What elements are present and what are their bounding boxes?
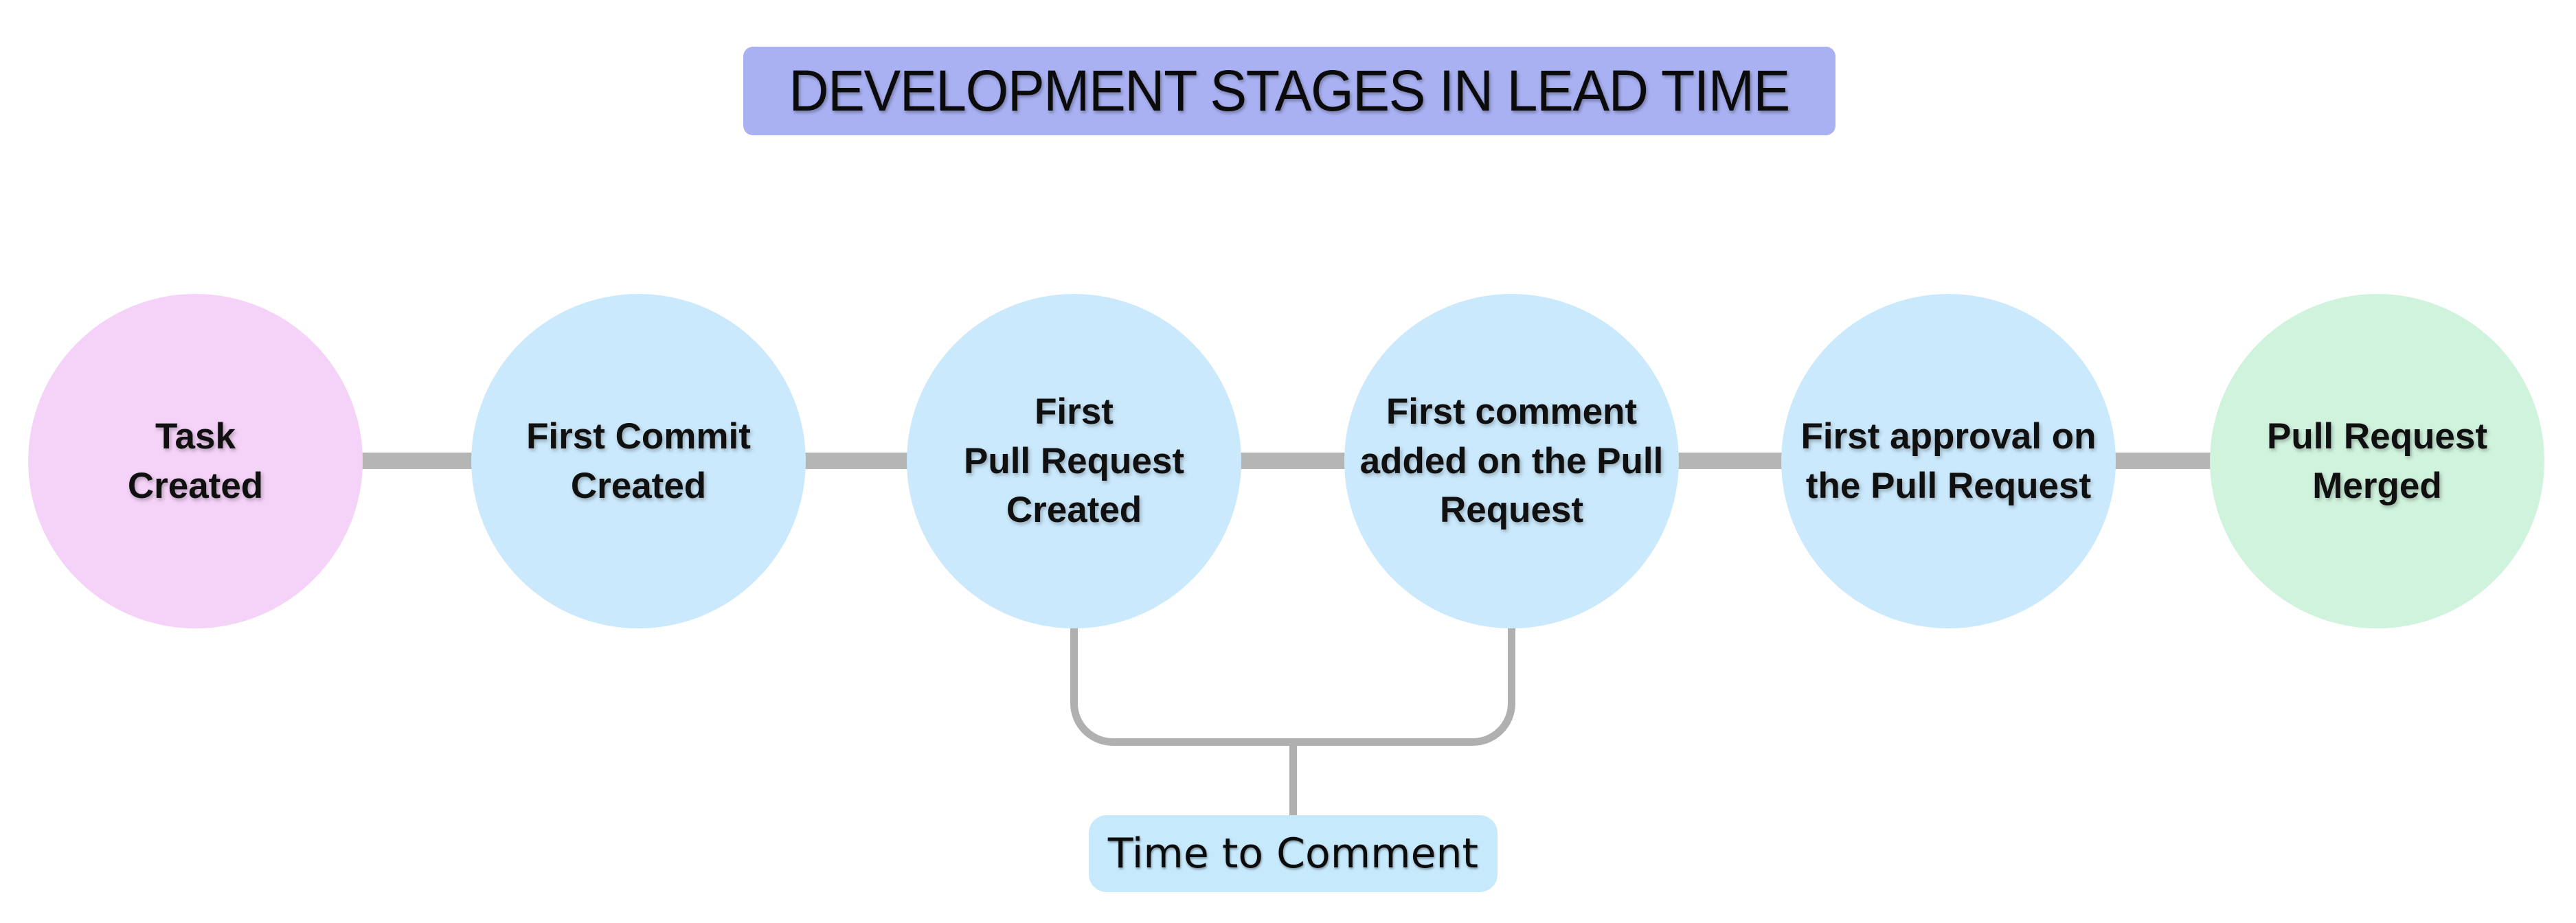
stage-first-pull-request-created-label: First Pull Request Created (963, 391, 1184, 531)
stage-first-pull-request-created: First Pull Request Created (907, 294, 1241, 628)
stage-first-approval: First approval on the Pull Request (1781, 294, 2116, 628)
stage-first-comment-added: First comment added on the Pull Request (1344, 294, 1679, 628)
stage-pull-request-merged-label: Pull Request Merged (2266, 415, 2487, 506)
time-to-comment-box: Time to Comment (1089, 815, 1498, 892)
stage-first-commit-created-label: First Commit Created (526, 415, 751, 506)
stage-first-comment-added-label: First comment added on the Pull Request (1359, 391, 1664, 531)
stage-task-created-label: Task Created (127, 415, 264, 506)
stage-first-approval-label: First approval on the Pull Request (1800, 415, 2097, 506)
stage-pull-request-merged: Pull Request Merged (2210, 294, 2544, 628)
stage-first-commit-created: First Commit Created (471, 294, 806, 628)
diagram-title-box: DEVELOPMENT STAGES IN LEAD TIME (743, 47, 1835, 135)
time-to-comment-label: Time to Comment (1107, 830, 1479, 878)
time-to-comment-bracket-stem (1289, 746, 1297, 815)
diagram-title: DEVELOPMENT STAGES IN LEAD TIME (789, 58, 1791, 123)
stage-task-created: Task Created (28, 294, 363, 628)
time-to-comment-bracket (1070, 626, 1515, 746)
